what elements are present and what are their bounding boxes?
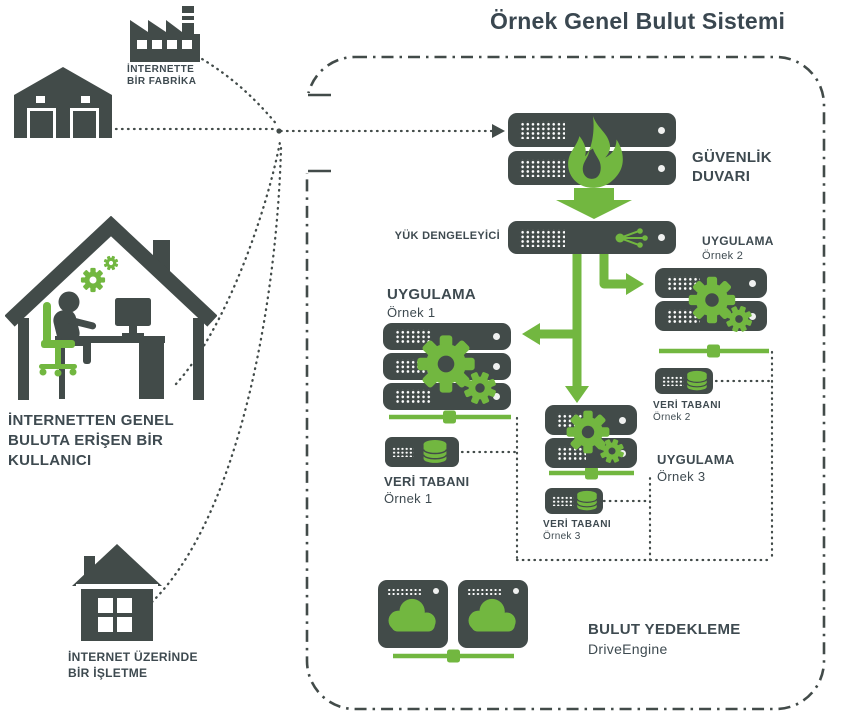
database-cylinder-icon — [422, 440, 448, 463]
rack-vents — [392, 447, 414, 457]
firewall-label-line1: GÜVENLİK — [692, 149, 772, 166]
boundary-gap — [299, 93, 314, 173]
rack-vents — [666, 275, 700, 291]
user-label-line1: İNTERNETTEN GENEL — [8, 412, 174, 429]
factory-icon — [130, 6, 200, 62]
app1-sublabel: Örnek 1 — [387, 305, 436, 320]
rack-led — [658, 234, 665, 241]
database-cylinder-icon — [576, 490, 598, 511]
db2-label: VERİ TABANI — [653, 400, 722, 411]
load-balancer-label: YÜK DENGELEYİCİ — [394, 230, 500, 242]
convergence-dot — [276, 128, 282, 134]
gears-icon — [688, 276, 756, 336]
chair-icon — [39, 302, 77, 377]
page-title: Örnek Genel Bulut Sistemi — [490, 8, 786, 34]
app1-arrowhead — [522, 323, 540, 345]
rack-led — [658, 164, 665, 172]
rack-vents — [519, 159, 565, 177]
factory-link — [195, 54, 280, 128]
app3-sublabel: Örnek 3 — [657, 469, 706, 484]
rack-led — [433, 588, 439, 594]
db3-sublabel: Örnek 3 — [543, 531, 581, 542]
database-cylinder-icon — [686, 370, 708, 391]
network-bars — [389, 344, 769, 663]
firewall-to-lb-arrow — [556, 188, 632, 219]
rack-vents — [519, 121, 565, 139]
app2-sublabel: Örnek 2 — [702, 250, 744, 262]
app2-arrowhead — [626, 273, 644, 295]
cloud-boundary — [305, 55, 826, 711]
internal-dotted-links — [460, 350, 774, 562]
gears-icon — [80, 253, 121, 293]
business-label-line1: İNTERNET ÜZERİNDE — [68, 650, 198, 664]
warehouse-icon — [14, 67, 112, 138]
roof — [5, 216, 217, 327]
entry-arrowhead — [492, 124, 505, 138]
firewall-label-line2: DUVARI — [692, 168, 751, 185]
backup-rack-1 — [378, 580, 448, 648]
rack-vents — [519, 228, 565, 247]
app1-bar-node — [443, 410, 456, 424]
user-label-line3: KULLANICI — [8, 452, 92, 469]
app2-bar-node — [707, 344, 720, 358]
rack-vents — [394, 329, 432, 344]
business-label-line2: BİR İŞLETME — [68, 666, 148, 680]
backup-label: BULUT YEDEKLEME — [588, 621, 741, 638]
rack-vents — [467, 588, 501, 597]
backup-sublabel: DriveEngine — [588, 641, 668, 657]
monitor-icon — [115, 298, 151, 326]
rack-led — [658, 126, 665, 134]
db1-rack — [385, 437, 459, 467]
rack-led — [493, 393, 500, 400]
cloud-icon — [388, 598, 436, 632]
rack-led — [749, 312, 756, 320]
flow-arrows — [522, 188, 644, 403]
rack-led — [493, 363, 500, 370]
db2-sublabel: Örnek 2 — [653, 412, 691, 423]
cloud-icon — [468, 598, 516, 632]
boundary-gap-brackets — [308, 93, 331, 173]
rack-vents — [387, 588, 421, 597]
rack-vents — [666, 308, 700, 324]
factory-label-line2: BİR FABRİKA — [127, 76, 197, 87]
rack-vents — [394, 389, 432, 404]
gears-icon — [417, 335, 502, 410]
app3-bar-node — [585, 466, 598, 480]
lb-to-app2-line — [599, 254, 628, 289]
rack-led — [513, 588, 519, 594]
factory-label-line1: İNTERNETTE — [127, 64, 195, 75]
db1-sublabel: Örnek 1 — [384, 491, 433, 506]
gears-icon — [566, 410, 628, 467]
rack-led — [619, 416, 626, 424]
rack-vents — [556, 445, 586, 461]
app3-arrowhead — [565, 386, 589, 403]
backup-bar-node — [447, 649, 460, 663]
shop-house-icon — [72, 544, 162, 641]
rack-led — [493, 333, 500, 340]
house-user-icon — [5, 216, 217, 400]
flame-icon — [568, 115, 623, 188]
app2-label: UYGULAMA — [702, 234, 774, 248]
db3-label: VERİ TABANI — [543, 519, 612, 530]
rack-vents — [662, 376, 684, 386]
app1-label: UYGULAMA — [387, 286, 477, 303]
load-balancer-rack — [508, 221, 676, 254]
app3-label: UYGULAMA — [657, 452, 735, 467]
network-share-icon — [615, 228, 648, 248]
rack-vents — [552, 496, 574, 506]
business-link — [150, 146, 283, 604]
rack-led — [749, 279, 756, 287]
db1-label: VERİ TABANI — [384, 474, 470, 489]
user-label-line2: BULUTA ERİŞEN BİR — [8, 432, 164, 449]
